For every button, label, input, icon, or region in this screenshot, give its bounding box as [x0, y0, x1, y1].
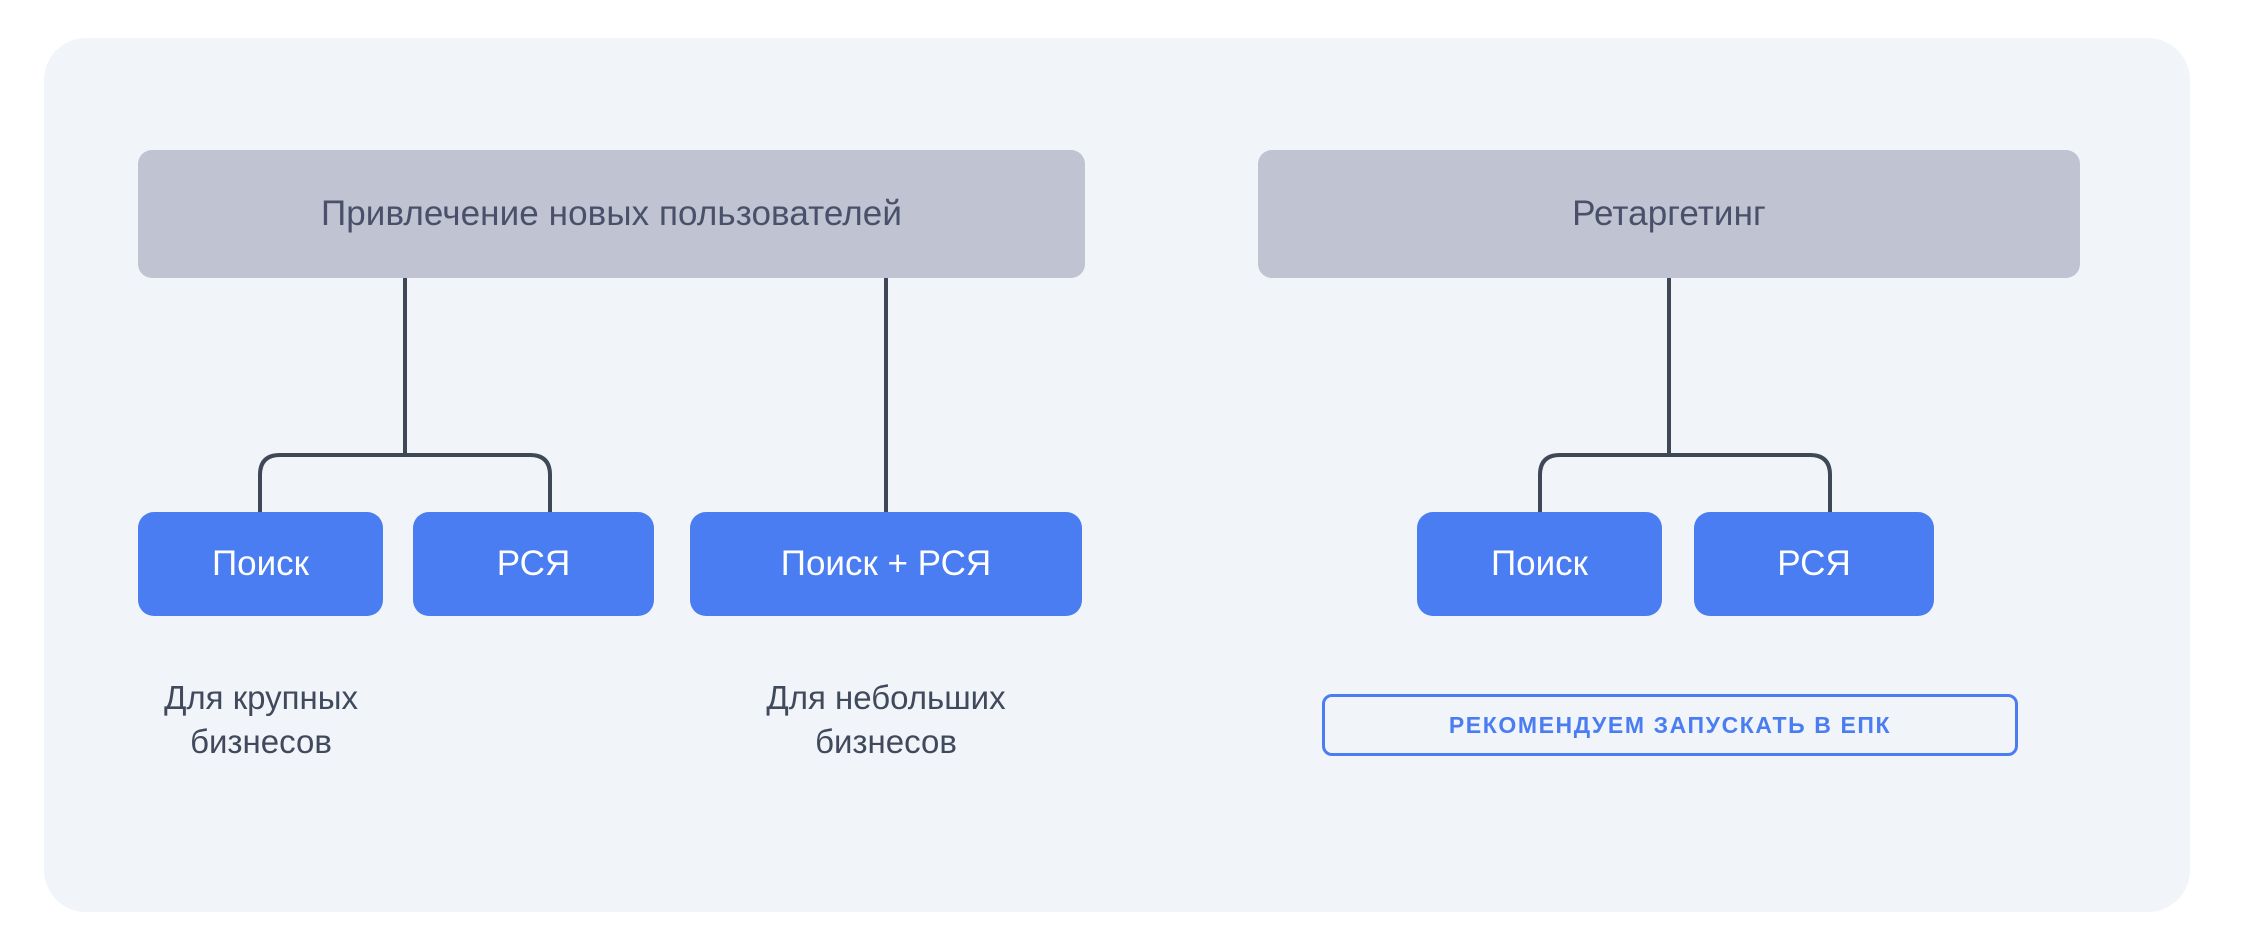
- chip-rsya-acquisition-large: РСЯ: [413, 512, 654, 616]
- badge-recommend-epk: РЕКОМЕНДУЕМ ЗАПУСКАТЬ В ЕПК: [1322, 694, 2018, 756]
- group-label-retargeting: Ретаргетинг: [1572, 194, 1766, 233]
- chip-label: РСЯ: [496, 544, 571, 583]
- chip-label: Поиск: [1491, 544, 1588, 583]
- group-box-acquisition: Привлечение новых пользователей: [138, 150, 1085, 278]
- caption-small-business: Для небольших бизнесов: [766, 679, 1006, 760]
- chip-label: Поиск: [212, 544, 309, 583]
- chip-label: РСЯ: [1777, 544, 1851, 583]
- chip-search-plus-rsya: Поиск + РСЯ: [690, 512, 1082, 616]
- caption-large-business: Для крупных бизнесов: [164, 679, 358, 760]
- chip-search-acquisition-large: Поиск: [138, 512, 383, 616]
- chip-label: Поиск + РСЯ: [780, 544, 992, 583]
- badge-label: РЕКОМЕНДУЕМ ЗАПУСКАТЬ В ЕПК: [1448, 711, 1892, 738]
- chip-rsya-retargeting: РСЯ: [1694, 512, 1934, 616]
- chip-search-retargeting: Поиск: [1417, 512, 1662, 616]
- group-label-acquisition: Привлечение новых пользователей: [320, 194, 903, 233]
- group-box-retargeting: Ретаргетинг: [1258, 150, 2080, 278]
